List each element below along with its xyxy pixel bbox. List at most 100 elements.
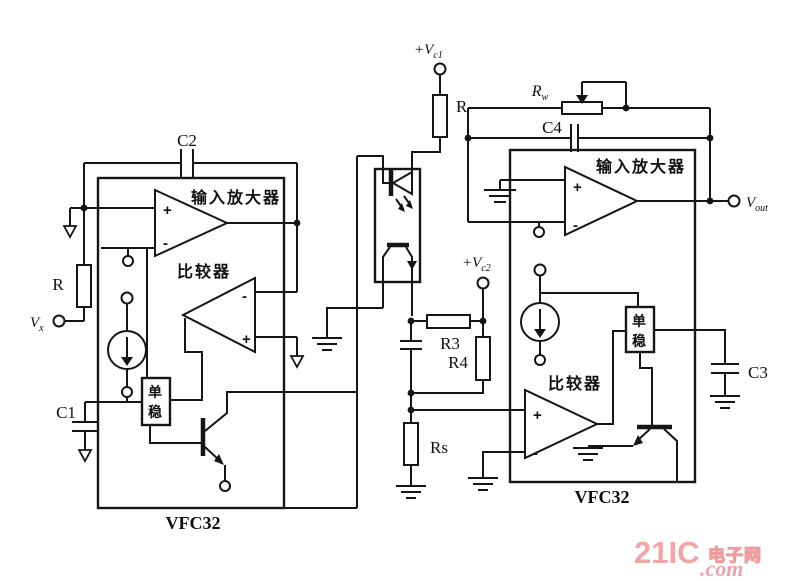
vx-terminal (52, 314, 66, 328)
left-input-amp-triangle (154, 188, 230, 258)
ic-pin-terminal (121, 386, 133, 398)
ground-symbol (312, 337, 342, 351)
comparator-plus-sign: + (242, 331, 251, 348)
ground-symbol (468, 477, 498, 491)
phototransistor-leads (382, 246, 413, 316)
r4-wires (411, 289, 484, 394)
divider-capacitor (400, 321, 422, 423)
ic-pin-terminal (534, 354, 546, 366)
emission-arrow-icon (406, 200, 413, 209)
feedback-rails (467, 108, 711, 222)
ground-symbol (710, 395, 740, 409)
opamp-plus-sign: + (573, 179, 582, 196)
c3-wires (654, 329, 739, 396)
emitter-arrow-icon (214, 454, 224, 465)
fout-terminal (219, 480, 231, 492)
left-vfc32-block: C2 R Vx + - 输入放大器 - + 比较器 (30, 131, 358, 533)
left-comparator-label: 比较器 (177, 262, 231, 281)
left-input-amp-label: 输入放大器 (191, 188, 281, 207)
led-cathode-wire (357, 155, 391, 184)
junction-dot (80, 204, 88, 212)
monostable-to-transistor-wire (149, 425, 203, 444)
left-amp-minus-wires (101, 247, 155, 378)
c4-label: C4 (542, 118, 562, 137)
watermark-domain: .com (700, 556, 744, 581)
amp-plus-ground-wire (499, 179, 565, 190)
left-input-wires (65, 163, 155, 322)
c2-capacitor (180, 149, 194, 177)
right-comparator-triangle (524, 388, 600, 460)
comparator-minus-sign: - (242, 288, 247, 305)
opto-ground-wire (326, 307, 383, 338)
right-comparator-label: 比较器 (548, 374, 602, 393)
r3-resistor (426, 314, 471, 329)
right-ic-outline (508, 148, 697, 484)
c2-label: C2 (177, 131, 197, 150)
led-diode-icon (391, 170, 413, 196)
opamp-minus-sign: - (573, 217, 578, 234)
wiper-arrow-icon (576, 95, 588, 104)
current-source-arrow-icon (121, 357, 133, 366)
ic-pin-terminal (533, 226, 545, 238)
c1-label: C1 (56, 403, 76, 422)
watermark: 21IC 电子网 .com (630, 535, 786, 581)
junction-dot (706, 197, 714, 205)
right-input-amp-label: 输入放大器 (596, 157, 686, 176)
ic-pin-terminal (120, 291, 134, 305)
left-ic-outline (96, 176, 286, 510)
vc2-label: +Vc2 (462, 255, 491, 274)
ground-symbol (573, 447, 603, 461)
monostable-label-1: 单 (148, 384, 164, 400)
current-source-arrow-icon (534, 329, 546, 338)
monostable-label-2: 稳 (632, 333, 648, 349)
left-comparator-triangle (180, 276, 256, 354)
input-arrow-icon (62, 225, 78, 239)
r3-label: R3 (440, 334, 460, 353)
photo-emitter-arrow-icon (407, 261, 417, 270)
middle-section: +Vc1 R R3 +Vc2 R4 Rs (312, 42, 491, 499)
vc2-terminal (476, 276, 490, 290)
left-transistor-leads (204, 391, 357, 481)
comparator-minus-wire (482, 451, 525, 478)
vc1-wires (411, 75, 441, 172)
opamp-plus-sign: + (163, 202, 172, 219)
rw-feedback-wires (468, 81, 710, 109)
ic-pin-terminal (122, 255, 134, 267)
watermark-site-name: 电子网 (707, 545, 762, 565)
right-transistor-leads (588, 428, 678, 482)
optocoupler-box (373, 167, 422, 284)
left-monostable-box (140, 376, 172, 427)
common-arrow-icon (77, 449, 93, 463)
ground-symbol (484, 189, 516, 203)
vout-label: Vout (746, 195, 768, 214)
comparator-minus-sign: - (533, 445, 538, 462)
comparator-plus-sign: + (533, 407, 542, 424)
vc1-terminal (433, 62, 447, 76)
monostable-wires (597, 330, 653, 425)
monostable-label-2: 稳 (148, 404, 164, 420)
r4-resistor (475, 336, 491, 381)
vc1-label: +Vc1 (414, 42, 443, 61)
left-comparator-input-wires (255, 291, 298, 356)
comparator-to-monostable-wire (170, 318, 203, 401)
r-input-resistor (76, 264, 92, 308)
c1-branch-wires (72, 401, 142, 450)
monostable-label-1: 单 (632, 313, 648, 329)
ground-symbol (396, 485, 426, 499)
r-input-label: R (52, 275, 64, 294)
amp-minus-wires (468, 221, 565, 227)
c3-label: C3 (748, 363, 768, 382)
c4-feedback-wires (468, 124, 710, 152)
r-pullup-resistor (432, 94, 448, 138)
rw-label: Rw (531, 83, 549, 103)
rs-resistor (403, 422, 419, 466)
rs-label: Rs (430, 438, 448, 457)
vout-terminal (727, 194, 741, 208)
junction-dot (293, 219, 301, 227)
ic-pin-terminal (533, 263, 547, 277)
vx-label: Vx (30, 315, 44, 334)
left-chip-label: VFC32 (166, 513, 221, 533)
current-source-top-wires (539, 276, 639, 307)
